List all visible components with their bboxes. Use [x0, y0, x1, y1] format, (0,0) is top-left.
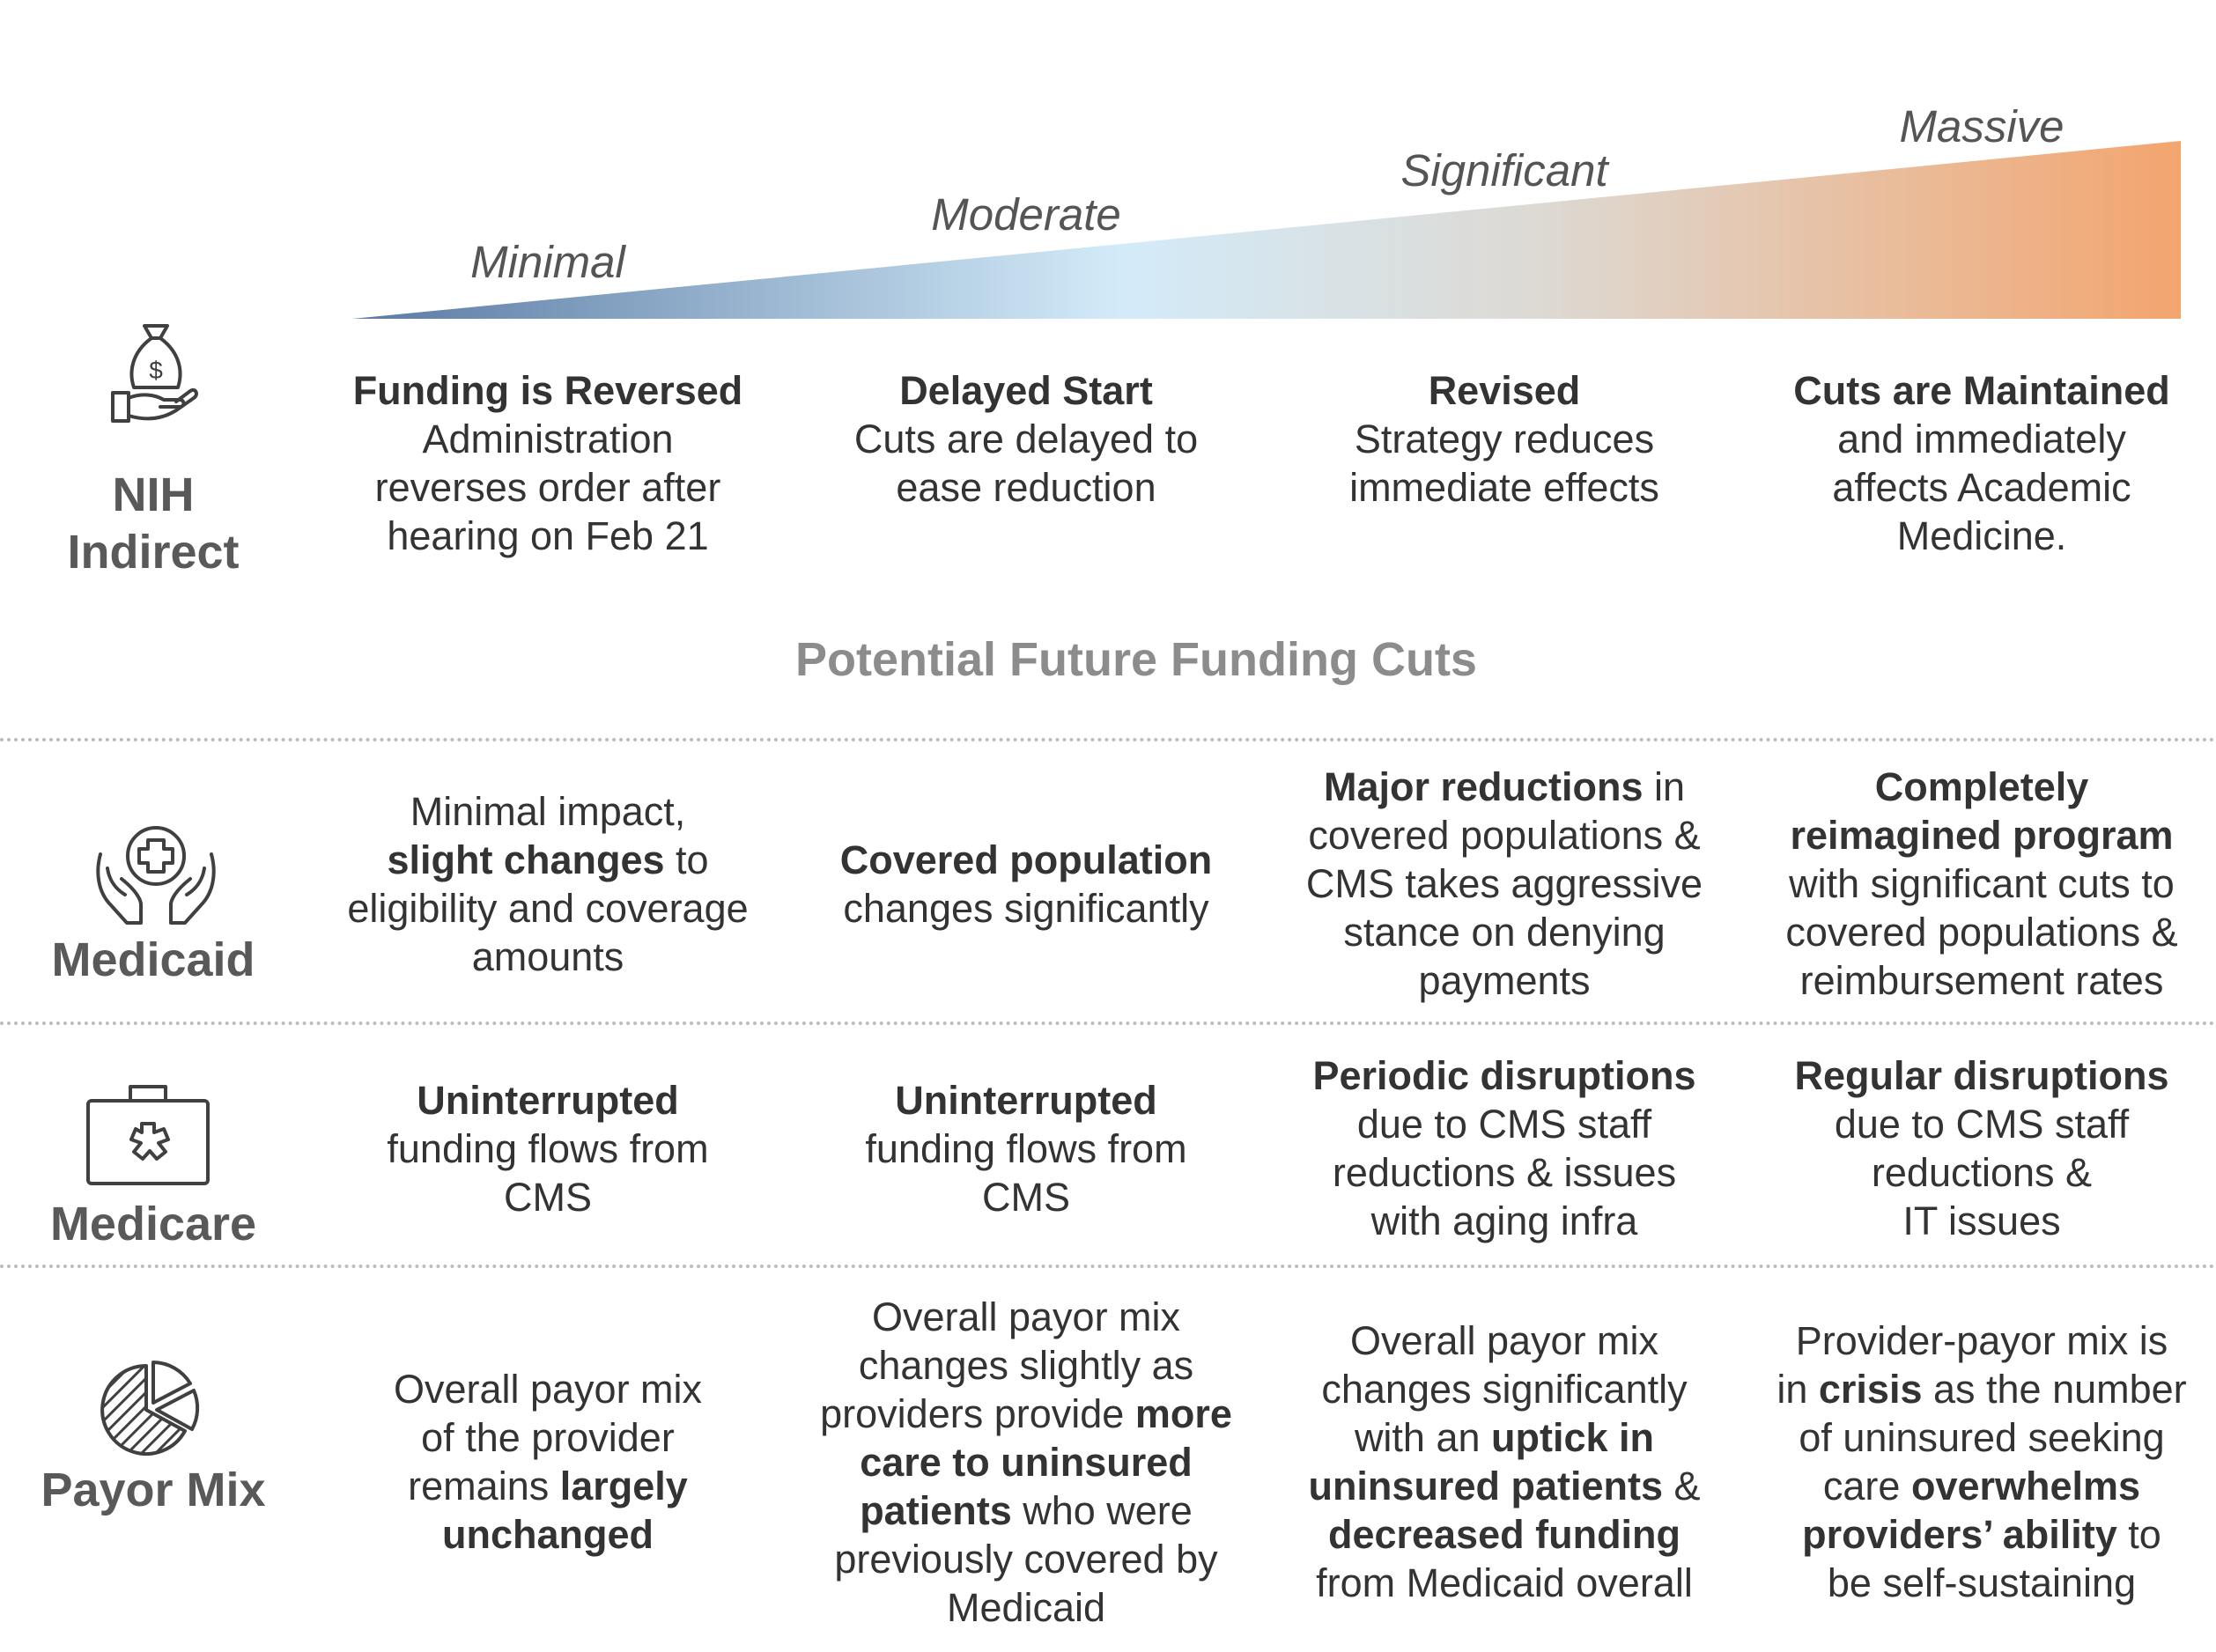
row-label-indirect: Indirect	[67, 525, 240, 579]
payor-cell-moderate: Overall payor mix changes slightly as pr…	[820, 1294, 1232, 1630]
hands-medical-cross-icon	[96, 826, 216, 925]
row-label-medicaid: Medicaid	[51, 933, 255, 986]
medicaid-cell-moderate: Covered population changes significantly	[839, 837, 1213, 931]
row-label-nih-indirect: NIH Indirect	[4, 467, 303, 581]
row-label-payor-mix: Payor Mix	[41, 1464, 266, 1516]
severity-label-massive: Massive	[1899, 101, 2065, 151]
section-title: Potential Future Funding Cuts	[795, 633, 1477, 686]
nih-cell-massive: Cuts are Maintained and immediately affe…	[1762, 366, 2202, 560]
cell-heading: Periodic disruptions	[1312, 1053, 1696, 1098]
payor-cell-massive: Provider-payor mix is in crisis as the n…	[1776, 1318, 2187, 1605]
payor-cell-significant: Overall payor mix changes significantly …	[1308, 1318, 1701, 1605]
severity-label-minimal: Minimal	[470, 237, 625, 287]
cell-heading: Regular disruptions	[1794, 1053, 2169, 1098]
nih-cell-significant: Revised Strategy reduces immediate effec…	[1284, 366, 1725, 512]
payor-cell-minimal: Overall payor mix of the provider remain…	[393, 1367, 703, 1557]
cell-heading: Uninterrupted	[895, 1078, 1157, 1123]
medicare-cell-moderate: Uninterrupted funding flows from CMS	[806, 1076, 1246, 1221]
nih-cell-moderate: Delayed Start Cuts are delayed to ease r…	[806, 366, 1246, 512]
cell-heading: Funding is Reversed	[352, 368, 743, 413]
medicare-cell-significant: Periodic disruptions due to CMS staff re…	[1284, 1051, 1725, 1245]
medicaid-cell-minimal: Minimal impact, slight changes to eligib…	[347, 789, 749, 979]
divider-1	[0, 738, 2216, 741]
medicaid-cell-significant: Major reductions in covered populations …	[1305, 764, 1703, 1003]
pie-chart-icon	[100, 1361, 200, 1456]
row-label-nih: NIH	[112, 468, 195, 521]
severity-gradient-wedge	[352, 141, 2181, 319]
nih-cell-minimal: Funding is Reversed Administration rever…	[328, 366, 768, 560]
medical-kit-icon	[86, 1085, 210, 1185]
divider-2	[0, 1021, 2216, 1025]
cell-heading: Cuts are Maintained	[1793, 368, 2170, 413]
severity-label-moderate: Moderate	[931, 189, 1121, 240]
medicare-cell-massive: Regular disruptions due to CMS staff red…	[1762, 1051, 2202, 1245]
cell-heading: Uninterrupted	[417, 1078, 679, 1123]
svg-text:$: $	[149, 357, 163, 384]
cell-heading: Revised	[1428, 368, 1581, 413]
severity-label-significant: Significant	[1400, 145, 1608, 195]
row-label-medicare: Medicare	[49, 1198, 257, 1250]
money-bag-hand-icon: $	[111, 324, 198, 423]
medicaid-cell-massive: Completely reimagined program with signi…	[1785, 764, 2178, 1003]
medicare-cell-minimal: Uninterrupted funding flows from CMS	[328, 1076, 768, 1221]
divider-3	[0, 1265, 2216, 1268]
cell-heading: Delayed Start	[899, 368, 1153, 413]
